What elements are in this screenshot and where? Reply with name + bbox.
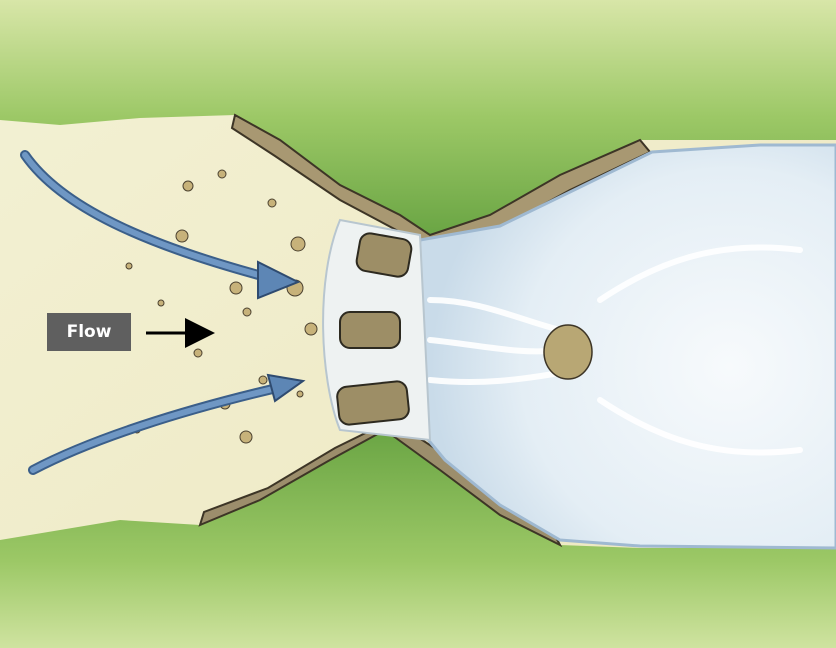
- weir-structure: [323, 220, 430, 440]
- flow-label: Flow: [47, 313, 131, 351]
- weir-stone: [340, 312, 400, 348]
- weir-stone: [336, 380, 410, 425]
- channel-boulder: [544, 325, 592, 379]
- weir-stone: [355, 232, 413, 278]
